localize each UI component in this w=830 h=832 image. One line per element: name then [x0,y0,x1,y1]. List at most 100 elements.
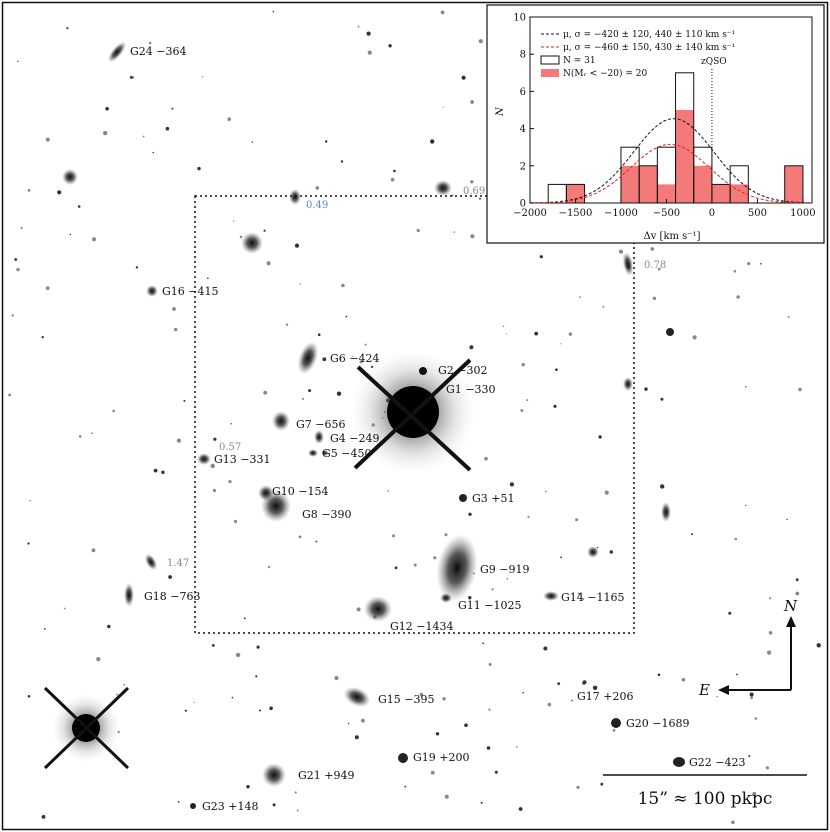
noise-dot [612,728,616,732]
bar-bright [639,165,658,203]
y-tick-label: 4 [520,124,526,135]
noise-dot [227,117,231,121]
foreground-star [43,686,130,770]
noise-dot [315,540,318,543]
bar-bright [657,184,676,203]
y-tick-label: 8 [520,50,526,61]
bar-bright [730,184,749,203]
east-label: E [698,681,710,699]
noise-dot [598,435,602,439]
noise-dot [480,801,483,804]
noise-dot [798,387,802,392]
noise-dot [571,699,573,702]
noise-dot [308,389,312,393]
noise-dot [116,693,119,696]
noise-dot [171,107,174,110]
background-noise [8,10,821,825]
noise-dot [547,702,552,707]
noise-dot [66,27,69,30]
noise-dot [470,100,474,104]
y-tick-label: 2 [520,161,526,172]
noise-dot [555,368,558,372]
noise-dot [754,717,758,720]
noise-dot [430,139,435,144]
gaussian-curve [530,143,812,204]
noise-dot [468,512,472,516]
noise-dot [41,815,46,819]
noise-dot [228,480,232,484]
noise-dot [315,186,320,190]
noise-dot [502,325,505,328]
noise-dot [560,343,562,345]
noise-dot [246,785,250,789]
noise-dot [251,141,253,143]
zoom-region-box [194,195,635,634]
noise-dot [230,423,232,425]
noise-dot [453,231,456,233]
noise-dot [478,39,483,44]
noise-dot [103,130,108,136]
noise-dot [239,235,243,239]
noise-dot [184,709,187,712]
noise-dot [488,663,492,666]
redshift-label: 0.78 [644,260,666,271]
legend-gauss-all: μ, σ = −420 ± 120, 440 ± 110 km s⁻¹ [563,30,735,40]
noise-dot [148,41,152,45]
noise-dot [750,696,753,700]
noise-dot [442,697,446,701]
noise-dot [69,233,72,236]
noise-dot [582,680,587,685]
legend: μ, σ = −420 ± 120, 440 ± 110 km s⁻¹ μ, σ… [540,30,735,79]
noise-dot [41,336,44,339]
noise-dot [660,397,664,401]
noise-dot [29,500,31,502]
noise-dot [317,333,321,337]
label-G16: G16 −415 [162,285,219,298]
noise-dot [619,249,623,254]
noise-dot [296,809,299,812]
noise-dot [272,10,275,13]
noise-dot [747,262,751,266]
noise-dot [347,722,350,725]
noise-dot [294,243,300,248]
noise-dot [557,682,561,685]
noise-dot [681,677,686,682]
noise-dot [193,701,195,703]
bar-all [693,146,713,204]
noise-dot [132,76,135,79]
noise-dot [14,258,18,261]
x-tick-label: 0 [709,208,715,219]
noise-dot [11,314,14,317]
gaussian-curve [529,118,813,204]
noise-dot [430,770,435,775]
noise-dot [795,591,800,596]
noise-dot [691,533,694,536]
noise-dot [491,588,494,591]
noise-dot [392,534,395,538]
noise-dot [27,189,31,192]
noise-dot [233,220,235,222]
noise-dot [235,652,241,658]
noise-dot [506,578,508,580]
noise-dot [518,807,523,811]
legend-bright: N(Mᵣ < −20) = 20 [563,68,647,79]
noise-dot [340,358,342,360]
noise-dot [197,166,201,171]
noise-dot [16,267,20,272]
noise-dot [78,435,82,438]
noise-dot [269,706,273,711]
noise-dot [243,617,246,620]
noise-dot [45,137,50,142]
x-tick-label: −2000 [513,208,547,219]
noise-dot [366,31,371,36]
noise-dot [272,803,276,807]
noise-dot [91,432,93,434]
label-G23: G23 +148 [202,800,259,813]
label-G1: G1 −330 [446,383,496,396]
label-G17: G17 +206 [577,690,634,703]
noise-dot [340,160,344,163]
noise-dot [657,267,661,271]
